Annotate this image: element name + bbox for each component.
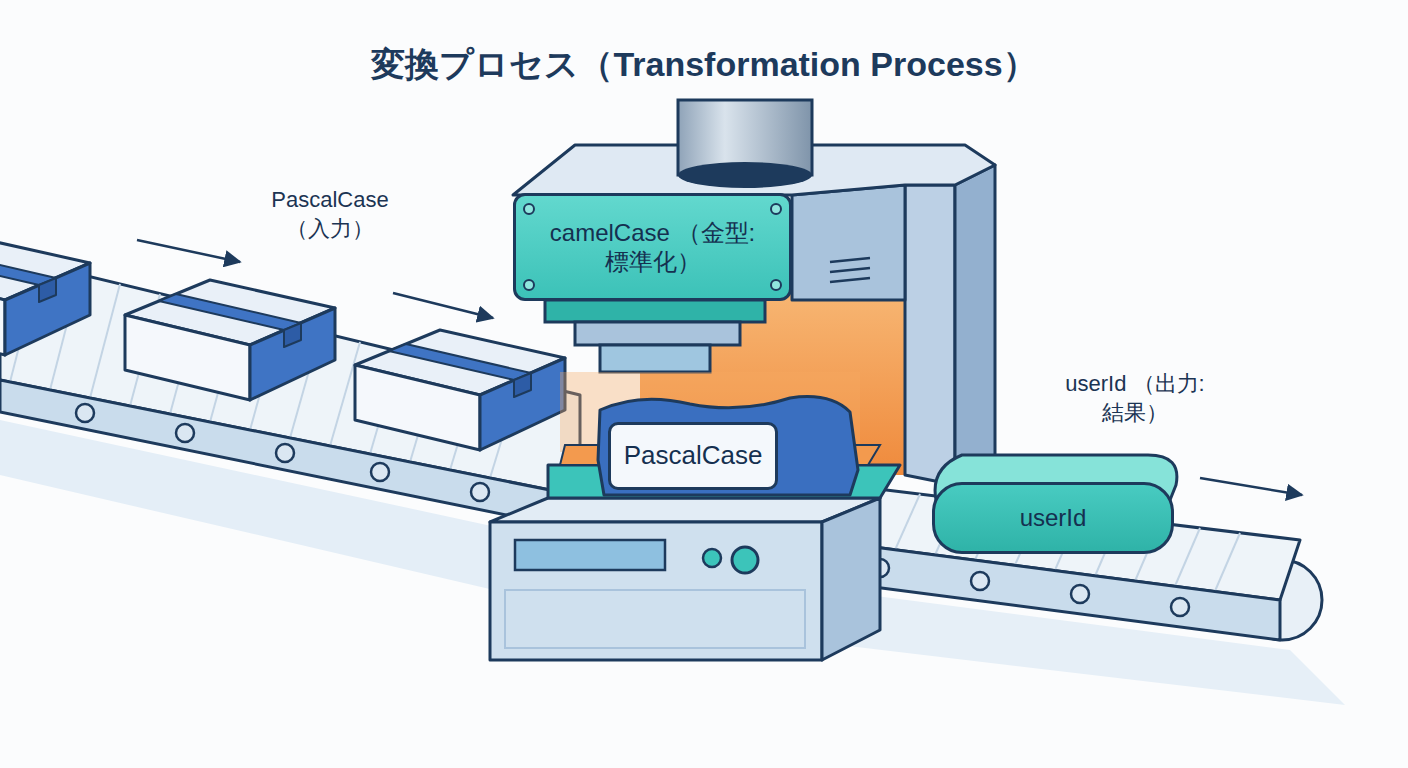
roller xyxy=(971,572,989,590)
roller xyxy=(471,483,489,501)
control-knob xyxy=(732,547,758,573)
annotation-label: PascalCase （入力） xyxy=(250,186,410,243)
conveyor-rollers xyxy=(871,559,1189,616)
input-box xyxy=(0,235,90,355)
machine-pillar-side xyxy=(955,165,995,485)
machine-base xyxy=(490,522,822,660)
display-window xyxy=(515,540,665,570)
column-base xyxy=(678,162,812,188)
belt-stripe xyxy=(1215,533,1240,591)
roller xyxy=(371,463,389,481)
screw xyxy=(524,280,534,290)
belt-stripe xyxy=(895,494,920,550)
roller xyxy=(1171,598,1189,616)
ram-plate xyxy=(600,345,710,372)
conveyor-side xyxy=(820,540,1280,640)
roller xyxy=(76,404,94,422)
machine-base-side xyxy=(822,498,880,660)
input-box xyxy=(125,280,335,400)
machine-head-side xyxy=(792,185,905,300)
screws xyxy=(524,204,781,290)
roller xyxy=(1071,585,1089,603)
belt-stripe xyxy=(90,284,120,398)
node-text: PascalCase xyxy=(624,440,763,472)
vent-lines xyxy=(830,258,870,282)
output-block: userId xyxy=(932,482,1174,554)
screw xyxy=(524,204,534,214)
vent-line xyxy=(830,258,870,262)
diagram-title: 変換プロセス（Transformation Process） xyxy=(0,42,1408,88)
base-panel xyxy=(505,590,805,648)
machine-pillar xyxy=(905,185,955,485)
annotation-label: userId （出力: 結果） xyxy=(1045,370,1225,427)
ram-plate xyxy=(575,322,740,345)
control-knob xyxy=(703,549,721,567)
flow-arrow xyxy=(393,293,493,318)
vent-line xyxy=(830,268,870,272)
roller xyxy=(176,424,194,442)
input-piece-label: PascalCase xyxy=(608,422,778,490)
mold-panel: camelCase （金型: 標準化） xyxy=(513,193,792,301)
screw xyxy=(771,204,781,214)
flow-arrow xyxy=(1200,478,1302,495)
pressed-piece xyxy=(598,397,858,495)
roller xyxy=(276,444,294,462)
node-text: camelCase （金型: 標準化） xyxy=(537,218,769,277)
belt-stripe xyxy=(1175,528,1200,586)
node-text: userId xyxy=(1020,503,1087,532)
machine-base-top xyxy=(490,498,880,522)
flow-arrow xyxy=(137,240,240,262)
screw xyxy=(771,280,781,290)
vent-line xyxy=(830,278,870,282)
ram-plate xyxy=(545,300,765,322)
input-box xyxy=(355,330,565,450)
